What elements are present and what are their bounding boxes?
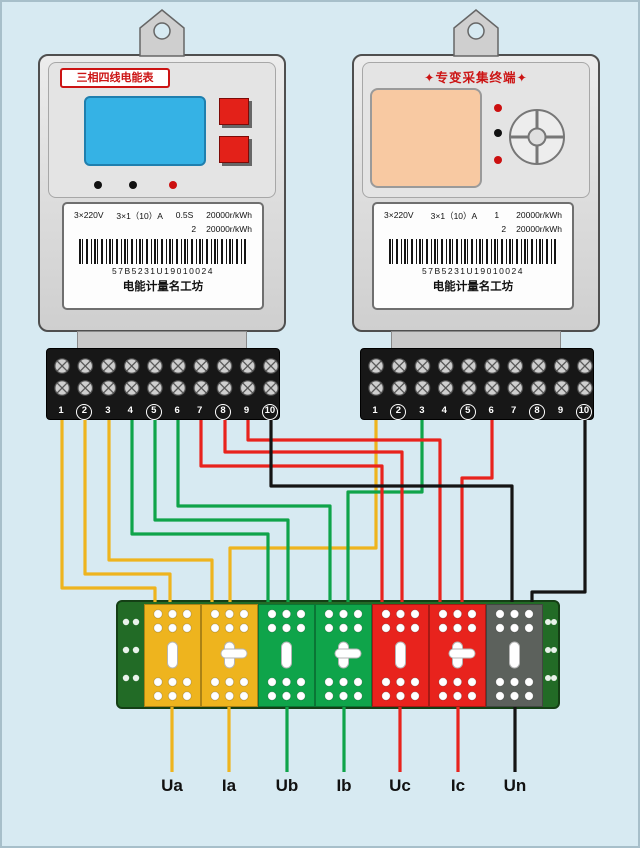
left-terminal-1: 1 — [58, 405, 64, 416]
left-terminal-9: 9 — [243, 405, 250, 416]
right-terminal-10: 10 — [575, 404, 592, 420]
tb-section-un — [486, 604, 543, 707]
left-meter-button-top — [219, 98, 249, 125]
right-terminal-7: 7 — [510, 405, 517, 416]
wire-phase-c — [246, 420, 442, 602]
tb-section-ub — [258, 604, 315, 707]
title-deco-right: ✦ — [516, 71, 528, 85]
tb-section-uc — [372, 604, 429, 707]
wire-phase-c — [199, 420, 384, 602]
wire-phase-a — [60, 420, 157, 602]
tb-section-ic — [429, 604, 486, 707]
right-terminal-3: 3 — [419, 405, 425, 416]
left-terminal-10: 10 — [261, 404, 278, 420]
tb-section-ia — [201, 604, 258, 707]
wires — [60, 420, 587, 602]
left-spec-rate1: 20000r/kWh — [206, 210, 252, 220]
label-ua: Ua — [161, 776, 183, 795]
left-meter-button-bottom — [219, 136, 249, 163]
label-ia: Ia — [221, 776, 237, 795]
right-meter-brand: 电能计量名工坊 — [432, 281, 514, 293]
hanger-hole — [153, 22, 171, 40]
wire-phase-a — [228, 420, 378, 602]
right-terminal-6: 6 — [488, 405, 494, 416]
right-spec-current: 3×1（10）A — [430, 211, 478, 221]
right-terminal-5: 5 — [459, 404, 476, 420]
label-ub: Ub — [275, 776, 299, 795]
left-spec-voltage: 3×220V — [74, 210, 104, 220]
wire-phase-a — [107, 420, 214, 602]
left-terminal-2: 2 — [76, 404, 93, 420]
right-meter-title: ✦专变采集终端✦ — [424, 71, 528, 85]
right-terminal-numbers: 1 2 3 4 5 6 7 8 9 10 — [360, 404, 594, 420]
wire-phase-b — [153, 420, 290, 602]
right-spec-reg2: 2 — [501, 224, 507, 234]
left-terminal-numbers: 1 2 3 4 5 6 7 8 9 10 — [46, 404, 280, 420]
right-spec-rate1: 20000r/kWh — [516, 210, 562, 220]
output-wires — [170, 707, 517, 772]
label-ib: Ib — [336, 776, 352, 795]
wire-phase-b — [346, 420, 424, 602]
tb-section-ua — [144, 604, 201, 707]
right-meter-barcode — [389, 239, 557, 264]
label-uc: Uc — [389, 776, 411, 795]
left-spec-class: 0.5S — [175, 210, 194, 220]
left-terminal-6: 6 — [174, 405, 180, 416]
left-terminal-3: 3 — [105, 405, 111, 416]
right-spec-row1: 3×220V 3×1（10）A 1 20000r/kWh — [374, 210, 572, 222]
left-terminal-7: 7 — [196, 405, 203, 416]
right-terminal-2: 2 — [390, 404, 407, 420]
right-terminal-4: 4 — [441, 405, 447, 416]
tb-section-ib — [315, 604, 372, 707]
right-spec-rate2: 20000r/kWh — [516, 224, 562, 234]
label-un: Un — [503, 776, 527, 795]
left-spec-rate2: 20000r/kWh — [206, 224, 252, 234]
right-meter-barcode-number: 57B5231U19010024 — [422, 266, 524, 276]
left-terminal-8: 8 — [215, 404, 232, 420]
left-meter-barcode — [79, 239, 247, 264]
right-meter-connector — [391, 331, 561, 349]
right-meter-hanger-tab — [453, 9, 499, 57]
wire-phase-b — [130, 420, 270, 602]
left-spec-row1: 3×220V 3×1（10）A 0.5S 20000r/kWh — [64, 210, 262, 222]
left-terminal-4: 4 — [127, 405, 133, 416]
right-terminal-1: 1 — [372, 405, 378, 416]
left-meter-lcd-screen — [84, 96, 206, 166]
wire-phase-b — [176, 420, 332, 602]
wire-neutral — [269, 420, 514, 602]
wire-phase-a — [83, 420, 172, 602]
left-spec-reg2: 2 — [191, 224, 197, 234]
left-meter-title: 三相四线电能表 — [60, 68, 170, 88]
title-deco-left: ✦ — [424, 71, 436, 85]
wire-phase-c — [223, 420, 404, 602]
right-meter-display-screen — [370, 88, 482, 188]
left-terminal-5: 5 — [145, 404, 162, 420]
wire-phase-c — [460, 420, 494, 602]
right-spec-row2: 2 20000r/kWh — [374, 222, 572, 234]
left-meter-connector — [77, 331, 247, 349]
hanger-hole — [467, 22, 485, 40]
left-meter-hanger-tab — [139, 9, 185, 57]
left-meter-spec-panel: 3×220V 3×1（10）A 0.5S 20000r/kWh 2 20000r… — [62, 202, 264, 310]
label-ic: Ic — [450, 776, 466, 795]
right-meter-spec-panel: 3×220V 3×1（10）A 1 20000r/kWh 2 20000r/kW… — [372, 202, 574, 310]
right-spec-class: 1 — [494, 210, 500, 220]
left-meter-brand: 电能计量名工坊 — [122, 281, 204, 293]
left-spec-current: 3×1（10）A — [116, 211, 163, 221]
right-spec-voltage: 3×220V — [384, 210, 414, 220]
wire-neutral — [530, 420, 587, 602]
right-terminal-9: 9 — [557, 405, 564, 416]
left-meter-barcode-number: 57B5231U19010024 — [112, 266, 214, 276]
right-terminal-8: 8 — [529, 404, 546, 420]
left-spec-row2: 2 20000r/kWh — [64, 222, 262, 234]
